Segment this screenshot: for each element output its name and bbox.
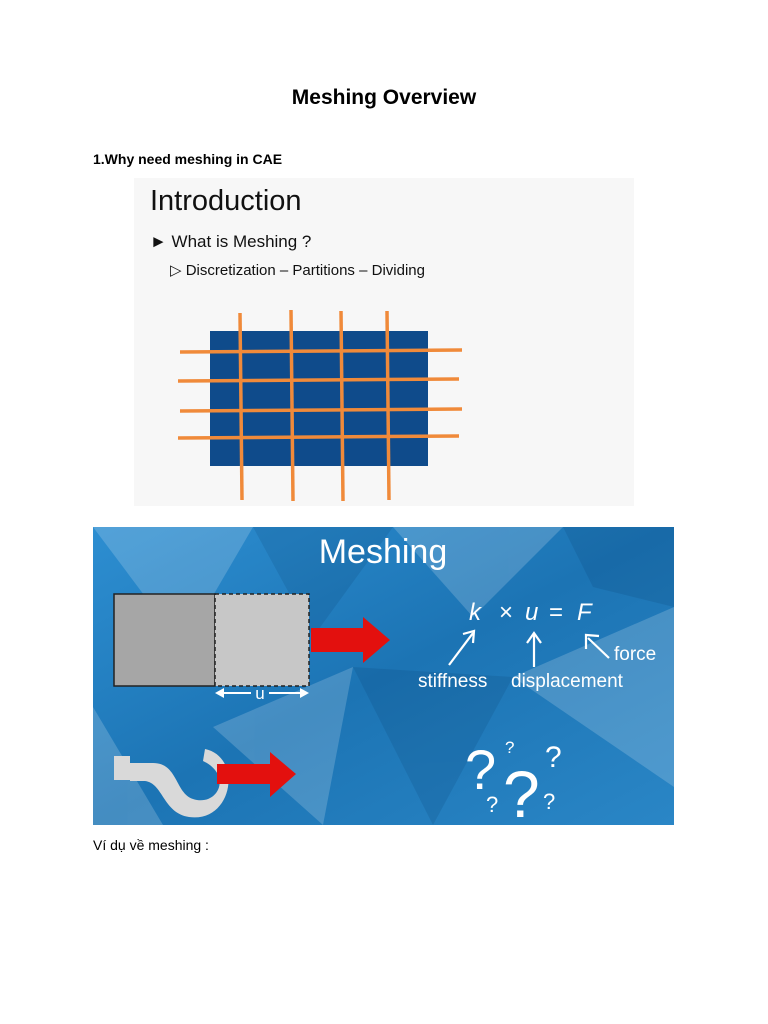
equation-u: u <box>525 599 538 626</box>
slide-title: Meshing <box>319 533 448 571</box>
block-undeformed <box>113 593 216 687</box>
page-title: Meshing Overview <box>291 86 477 109</box>
red-arrow-icon <box>217 752 296 797</box>
equation-times: × <box>499 599 513 626</box>
stiffness-label: stiffness <box>418 671 487 692</box>
question-mark: ? <box>505 738 514 757</box>
question-mark: ? <box>503 757 540 825</box>
mesh-line-v1 <box>238 312 244 501</box>
question-mark: ? <box>545 741 562 774</box>
u-dimension-label: u <box>255 684 264 703</box>
solid-block <box>210 331 428 466</box>
equation-equals: = <box>549 599 563 626</box>
mesh-line-v3 <box>339 310 345 502</box>
equation-f: F <box>577 599 593 626</box>
question-mark: ? <box>486 792 498 817</box>
block-displaced <box>214 593 310 687</box>
hook-icon <box>114 749 229 818</box>
caption-text: Ví dụ về meshing : <box>93 837 209 853</box>
equation-k: k <box>469 599 483 626</box>
equation: k × u = F <box>469 599 593 626</box>
u-dimension-arrow-icon <box>215 688 309 698</box>
meshing-slide-image: Meshing u k × u = F stiffness displaceme… <box>93 527 674 825</box>
section-heading: 1.Why need meshing in CAE <box>93 151 283 167</box>
mesh-line-h1 <box>179 348 463 354</box>
question-marks: ? ? ? ? ? ? <box>465 738 562 825</box>
question-mark: ? <box>465 738 496 801</box>
label-pointer-arrows <box>448 629 610 667</box>
red-arrow-icon <box>311 617 390 663</box>
force-label: force <box>614 644 656 665</box>
mesh-line-v4 <box>385 310 391 501</box>
mesh-line-h4 <box>177 434 460 440</box>
slide-title: Introduction <box>150 185 302 217</box>
question-mark: ? <box>543 789 555 814</box>
mesh-line-v2 <box>289 309 295 502</box>
introduction-slide-image: Introduction ► What is Meshing ? ▷ Discr… <box>134 178 634 506</box>
mesh-line-h2 <box>177 377 460 383</box>
slide-sub-bullet: ▷ Discretization – Partitions – Dividing <box>170 262 425 279</box>
slide-bullet: ► What is Meshing ? <box>150 232 311 251</box>
mesh-grid-lines <box>177 309 463 502</box>
displacement-label: displacement <box>511 671 624 692</box>
mesh-line-h3 <box>179 407 463 413</box>
